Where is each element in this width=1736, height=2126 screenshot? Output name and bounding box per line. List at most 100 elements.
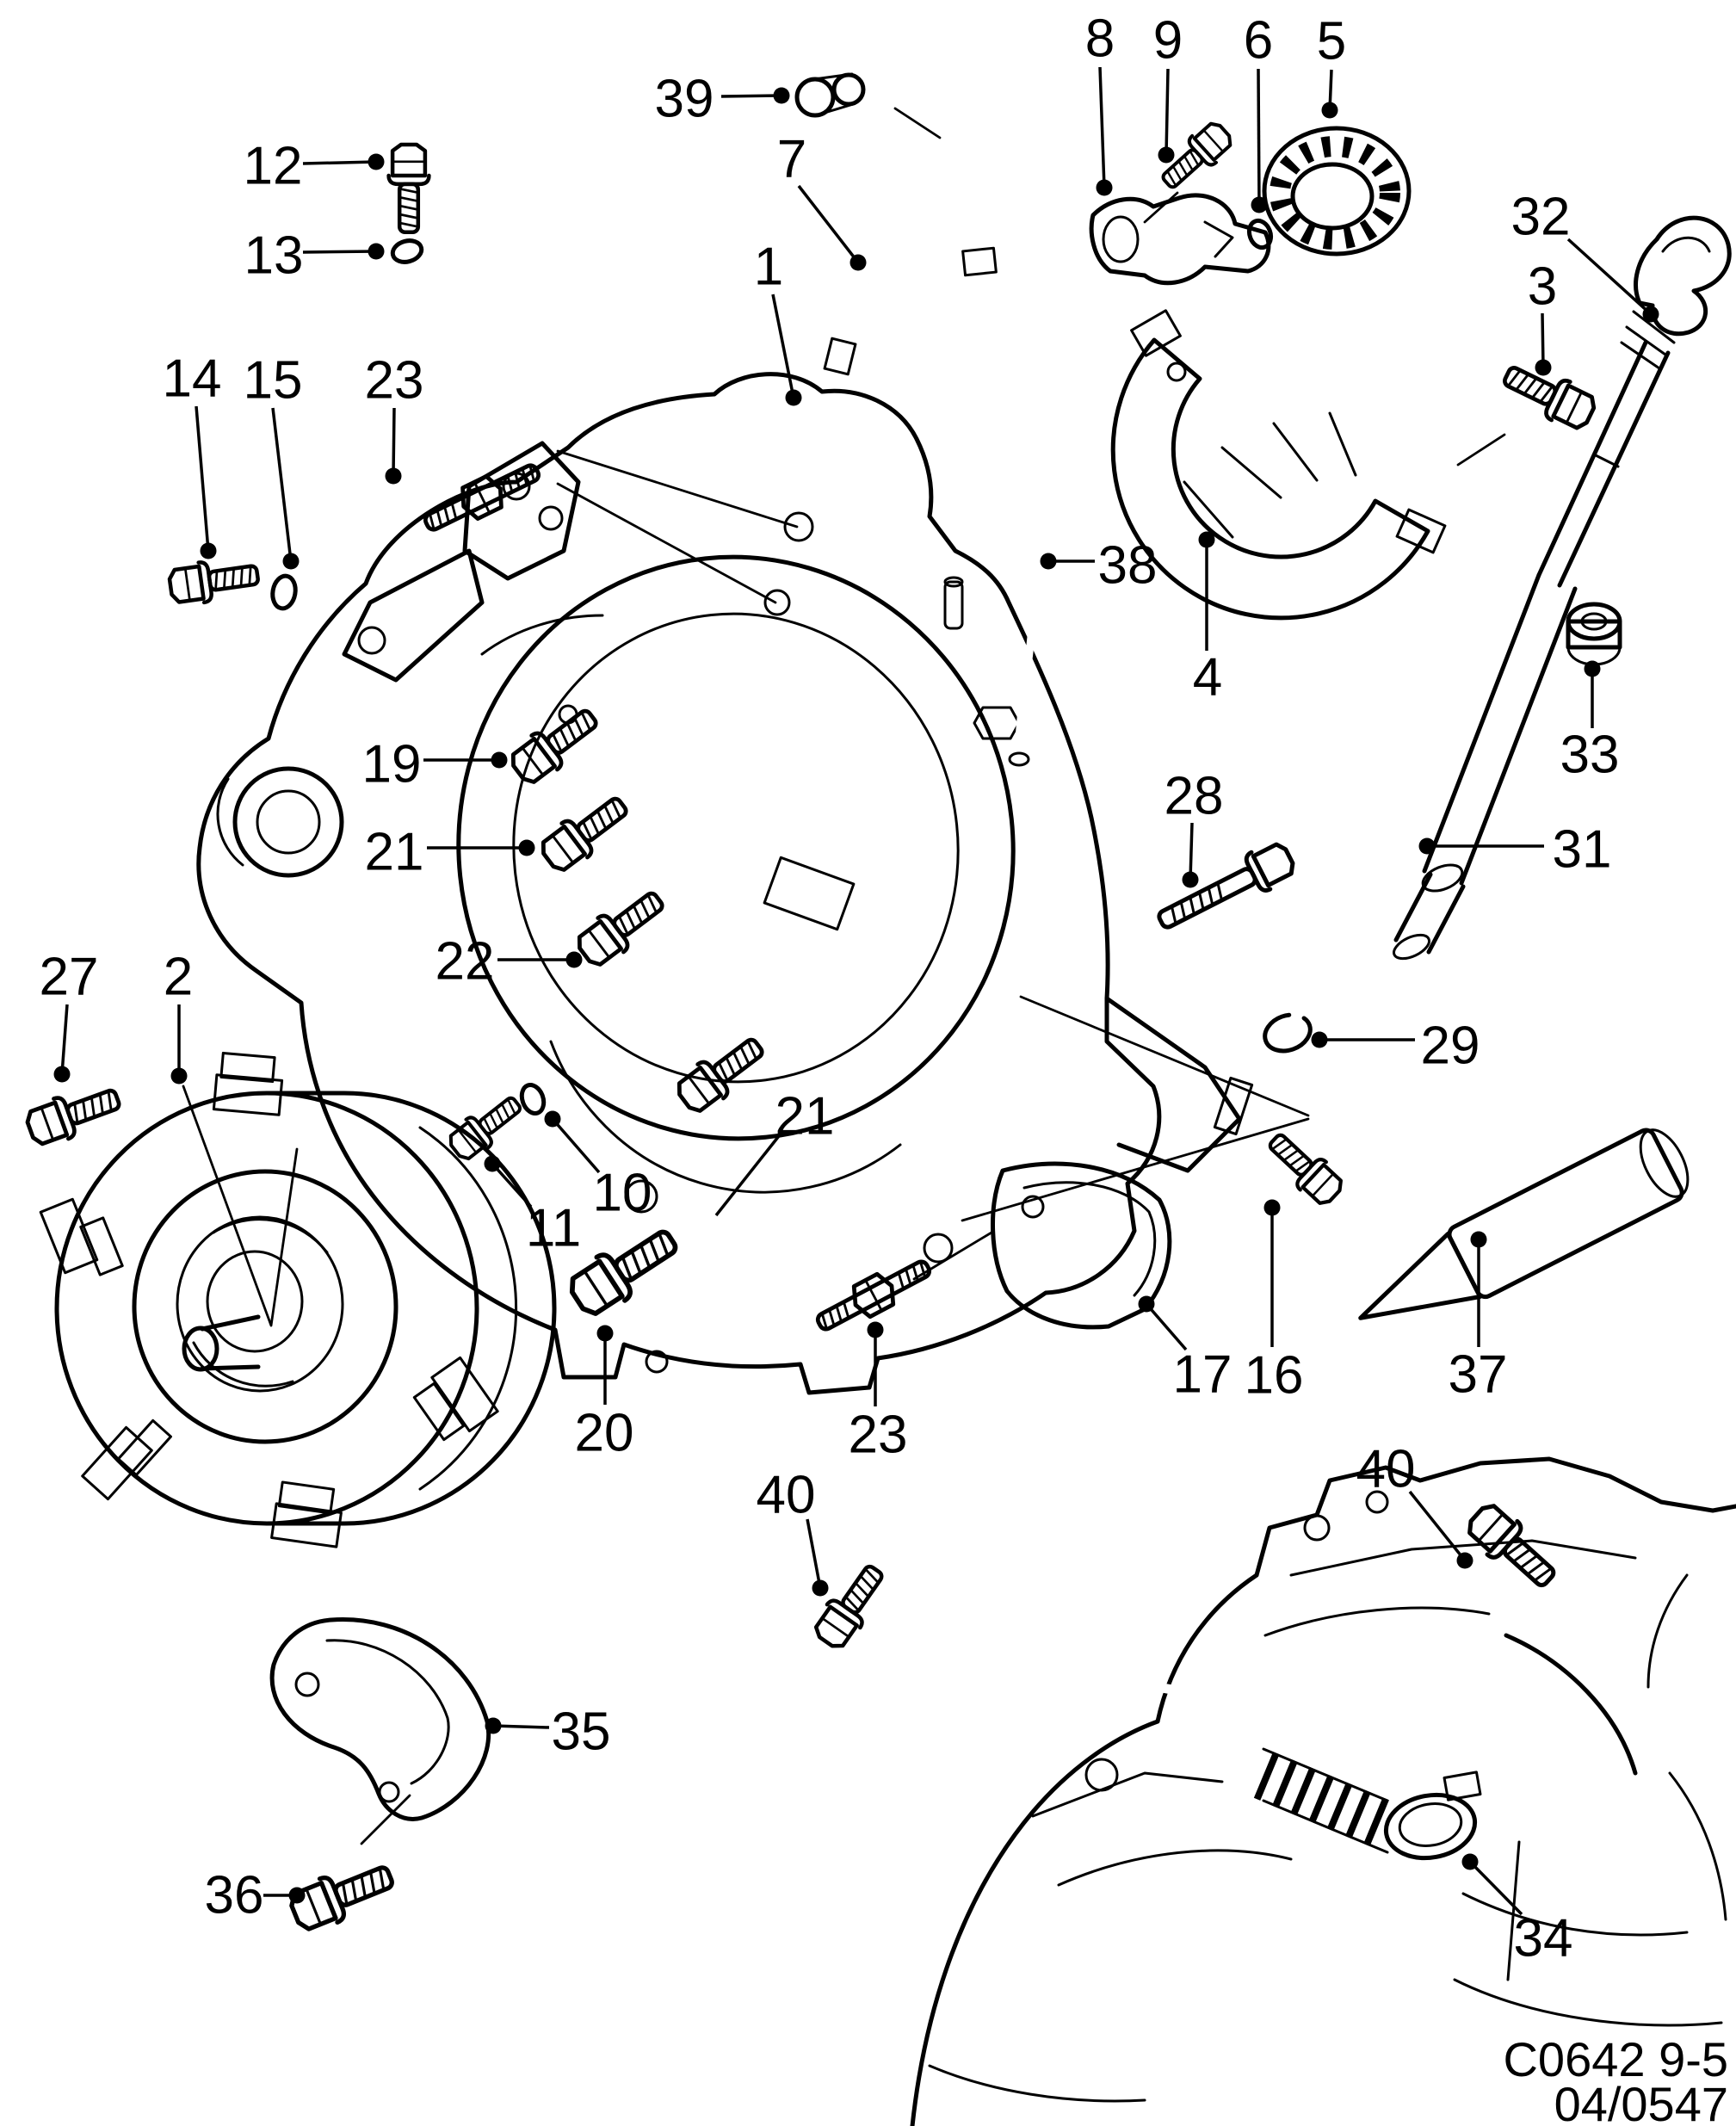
callout-5: 5	[1317, 12, 1346, 119]
callout-22: 22	[436, 932, 583, 992]
callout-36: 36	[205, 1866, 306, 1925]
reference-lines	[360, 107, 1506, 1845]
svg-text:40: 40	[1356, 1440, 1416, 1499]
o-ring-10-icon	[519, 1083, 547, 1116]
svg-text:40: 40	[757, 1466, 816, 1525]
callout-21: 21	[365, 823, 535, 882]
callout-20: 20	[575, 1325, 634, 1463]
callout-40: 40	[1356, 1440, 1473, 1569]
svg-text:27: 27	[40, 948, 99, 1007]
svg-text:28: 28	[1165, 767, 1224, 826]
svg-text:21: 21	[365, 823, 424, 882]
svg-text:11: 11	[526, 1199, 581, 1258]
callout-23: 23	[365, 351, 424, 485]
svg-text:16: 16	[1245, 1346, 1304, 1406]
svg-text:39: 39	[655, 70, 714, 129]
transmission-housing	[196, 372, 1254, 1395]
svg-text:31: 31	[1553, 820, 1612, 880]
svg-text:29: 29	[1421, 1017, 1480, 1076]
callout-29: 29	[1311, 1017, 1480, 1076]
svg-text:32: 32	[1511, 188, 1571, 247]
callout-7: 7	[777, 130, 867, 271]
svg-text:4: 4	[1193, 648, 1222, 708]
callout-19: 19	[362, 735, 508, 794]
filler-funnel	[1358, 1128, 1690, 1320]
callout-17: 17	[1138, 1295, 1232, 1405]
svg-text:17: 17	[1173, 1345, 1232, 1405]
callout-10: 10	[544, 1110, 652, 1223]
svg-text:6: 6	[1244, 11, 1273, 71]
svg-text:19: 19	[362, 735, 422, 794]
svg-text:1: 1	[754, 238, 783, 297]
converter-cover	[1110, 309, 1447, 621]
svg-text:34: 34	[1514, 1909, 1573, 1968]
svg-text:13: 13	[244, 226, 304, 286]
callout-6: 6	[1244, 11, 1273, 213]
lock-nut	[1566, 602, 1622, 666]
callout-21: 21	[714, 1087, 835, 1217]
svg-text:9: 9	[1153, 11, 1183, 71]
svg-text:37: 37	[1449, 1345, 1508, 1405]
bolt-28-icon	[1152, 837, 1299, 940]
svg-text:23: 23	[365, 351, 424, 411]
drawing-code: C0642 9-5	[1503, 2032, 1728, 2086]
bolt-16-icon	[1261, 1126, 1347, 1210]
bolt-14-icon	[168, 554, 260, 606]
svg-text:15: 15	[244, 351, 303, 411]
svg-text:36: 36	[205, 1866, 264, 1925]
torque-converter	[39, 1051, 557, 1548]
o-ring-29	[1263, 1012, 1313, 1054]
protective-shield	[269, 1617, 491, 1821]
bolt-21a-icon	[535, 788, 634, 877]
svg-text:5: 5	[1317, 12, 1346, 71]
svg-text:35: 35	[552, 1703, 611, 1762]
callout-27: 27	[40, 948, 99, 1083]
svg-text:23: 23	[849, 1406, 908, 1465]
svg-text:22: 22	[436, 932, 495, 992]
bracket	[1089, 193, 1271, 286]
oil-seal-cap	[1262, 126, 1412, 256]
hose-clamp	[794, 72, 866, 118]
callout-15: 15	[244, 351, 303, 570]
callout-14: 14	[163, 349, 222, 559]
callout-31: 31	[1418, 820, 1612, 880]
stud-23a-icon	[419, 455, 545, 540]
svg-text:20: 20	[575, 1404, 634, 1463]
callout-34: 34	[1461, 1853, 1573, 1968]
oil-pipe	[823, 246, 998, 376]
hose	[829, 112, 1044, 767]
callout-37: 37	[1449, 1231, 1508, 1405]
bolt-20-icon	[564, 1218, 686, 1322]
bolt-40b-icon	[1461, 1499, 1564, 1597]
callout-35: 35	[485, 1703, 611, 1762]
bolt-12-icon	[389, 145, 429, 232]
callout-1: 1	[754, 238, 802, 406]
callout-38: 38	[1040, 536, 1158, 596]
svg-text:7: 7	[777, 130, 806, 189]
callout-8: 8	[1085, 9, 1115, 196]
svg-text:8: 8	[1085, 9, 1115, 69]
svg-text:38: 38	[1098, 536, 1158, 596]
callout-12: 12	[244, 137, 385, 196]
svg-text:21: 21	[775, 1087, 835, 1146]
callout-3: 3	[1528, 257, 1557, 376]
callout-32: 32	[1511, 188, 1659, 323]
svg-text:2: 2	[164, 948, 193, 1007]
o-ring-13-icon	[390, 238, 424, 264]
bolt-27-icon	[23, 1078, 125, 1150]
callout-28: 28	[1165, 767, 1224, 888]
callout-9: 9	[1153, 11, 1183, 164]
svg-text:33: 33	[1560, 726, 1620, 785]
callout-13: 13	[244, 226, 385, 286]
svg-text:12: 12	[244, 137, 303, 196]
callout-11: 11	[484, 1155, 581, 1258]
o-ring-15-icon	[270, 573, 298, 611]
dipstick	[1393, 215, 1732, 961]
callout-4: 4	[1193, 531, 1222, 708]
callout-23: 23	[849, 1321, 908, 1465]
callout-16: 16	[1245, 1199, 1304, 1406]
svg-text:14: 14	[163, 349, 222, 409]
